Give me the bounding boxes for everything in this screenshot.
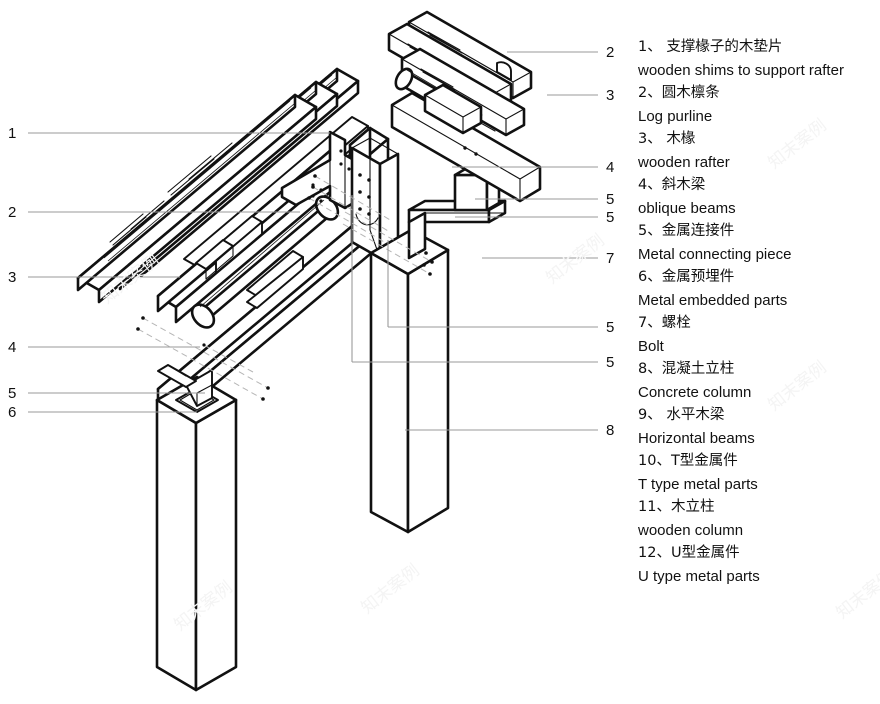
legend-item-3-cn: 3、 木椽 [638,131,696,147]
legend-item-8-en: Concrete column [638,384,752,401]
concrete-column [369,228,450,534]
legend-item-11-cn: 11、木立柱 [638,499,715,515]
legend-item-5: 5、金属连接件 Metal connecting piece [638,220,880,266]
legend-item-10-cn: 10、T型金属件 [638,453,738,469]
legend-item-4: 4、斜木梁 oblique beams [638,174,880,220]
callout-right-3[interactable]: 3 [606,87,615,104]
legend-item-4-cn: 4、斜木梁 [638,177,706,193]
callout-left-4[interactable]: 4 [8,339,17,356]
legend-item-5-cn: 5、金属连接件 [638,223,735,239]
legend-item-10-en: T type metal parts [638,476,758,493]
legend-item-5-en: Metal connecting piece [638,246,792,263]
legend-item-6-cn: 6、金属预埋件 [638,269,735,285]
legend-item-1-en: wooden shims to support rafter [638,62,844,79]
legend-item-2-en: Log purline [638,108,713,125]
wooden-column [155,375,238,692]
legend-item-11-en: wooden column [638,522,744,539]
rafter-bundle-right [387,10,533,137]
callout-right-5d[interactable]: 5 [606,354,615,371]
rafter-bundle-left [76,67,360,304]
legend-item-9: 9、 水平木梁 Horizontal beams [638,404,880,450]
bolt-axes [136,174,434,401]
legend-item-10: 10、T型金属件 T type metal parts [638,450,880,496]
callout-left-2[interactable]: 2 [8,204,17,221]
legend-item-8-cn: 8、混凝土立柱 [638,361,735,377]
callout-right-5a[interactable]: 5 [606,191,615,208]
legend-item-7-en: Bolt [638,338,664,355]
callout-left-1[interactable]: 1 [8,125,17,142]
legend-item-7: 7、螺栓 Bolt [638,312,880,358]
callout-right-2[interactable]: 2 [606,44,615,61]
legend-item-9-cn: 9、 水平木梁 [638,407,725,423]
column-head-metal-plates [350,137,400,260]
legend-item-6-en: Metal embedded parts [638,292,788,309]
wooden-beam-stub-right [423,83,483,135]
legend-list: 1、 支撑椽子的木垫片 wooden shims to support raft… [638,36,880,588]
metal-embedded-plate [157,364,213,407]
callout-left-5[interactable]: 5 [8,385,17,402]
legend-item-4-en: oblique beams [638,200,736,217]
legend-item-3: 3、 木椽 wooden rafter [638,128,880,174]
legend-item-8: 8、混凝土立柱 Concrete column [638,358,880,404]
legend-item-7-cn: 7、螺栓 [638,315,691,331]
callout-right-5c[interactable]: 5 [606,319,615,336]
legend-item-6: 6、金属预埋件 Metal embedded parts [638,266,880,312]
callout-right-5b[interactable]: 5 [606,209,615,226]
legend-item-12-en: U type metal parts [638,568,760,585]
log-purline-left [190,195,340,329]
legend-item-1: 1、 支撑椽子的木垫片 wooden shims to support raft… [638,36,880,82]
leader-lines [28,51,598,431]
legend-item-2-cn: 2、圆木檩条 [638,85,720,101]
callout-right-7[interactable]: 7 [606,250,615,267]
legend-item-3-en: wooden rafter [638,154,730,171]
callout-left-3[interactable]: 3 [8,269,17,286]
legend-item-12: 12、U型金属件 U type metal parts [638,542,880,588]
callout-left-6[interactable]: 6 [8,404,17,421]
legend-item-1-cn: 1、 支撑椽子的木垫片 [638,39,783,55]
horizontal-beam-right [390,91,542,203]
legend-item-2: 2、圆木檩条 Log purline [638,82,880,128]
legend-item-11: 11、木立柱 wooden column [638,496,880,542]
callout-right-8[interactable]: 8 [606,422,615,439]
callout-right-4[interactable]: 4 [606,159,615,176]
legend-item-9-en: Horizontal beams [638,430,755,447]
legend-item-12-cn: 12、U型金属件 [638,545,740,561]
